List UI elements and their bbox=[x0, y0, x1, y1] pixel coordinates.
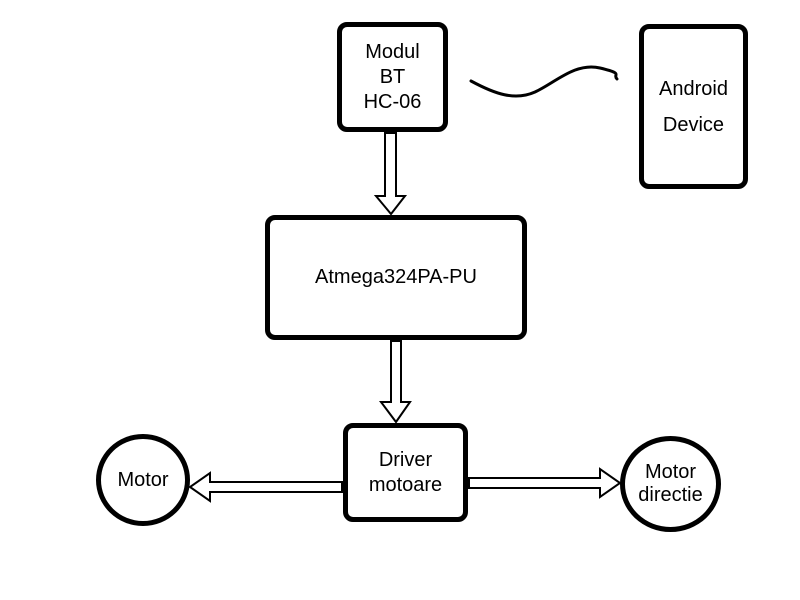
bt-module-box: Modul BT HC-06 bbox=[337, 22, 448, 132]
arrow-driver-to-motor-directie bbox=[468, 467, 622, 499]
bt-module-label-line-2: BT bbox=[379, 65, 406, 88]
motor-driver-label-line-1: Driver bbox=[378, 448, 433, 471]
motor-directie-circle: Motor directie bbox=[620, 436, 721, 532]
arrow-driver-to-motor bbox=[188, 471, 343, 503]
motor-label: Motor bbox=[117, 468, 169, 491]
arrow-bt-to-mcu bbox=[373, 132, 408, 216]
android-device-label-line-1: Android bbox=[659, 77, 728, 100]
motor-directie-label-line-1: Motor bbox=[644, 461, 697, 483]
mcu-box: Atmega324PA-PU bbox=[265, 215, 527, 340]
arrow-mcu-to-driver bbox=[379, 340, 412, 424]
motor-driver-box: Driver motoare bbox=[343, 423, 468, 522]
wireless-wave bbox=[469, 65, 619, 98]
bt-module-label-line-1: Modul bbox=[365, 40, 420, 63]
bt-module-label-line-3: HC-06 bbox=[363, 90, 422, 113]
motor-circle: Motor bbox=[96, 434, 190, 526]
android-device-label-line-2: Device bbox=[662, 113, 725, 136]
motor-directie-label-line-2: directie bbox=[638, 484, 703, 506]
motor-driver-label-line-2: motoare bbox=[368, 473, 443, 496]
mcu-label: Atmega324PA-PU bbox=[315, 266, 477, 288]
android-device-box: Android Device bbox=[639, 24, 748, 189]
